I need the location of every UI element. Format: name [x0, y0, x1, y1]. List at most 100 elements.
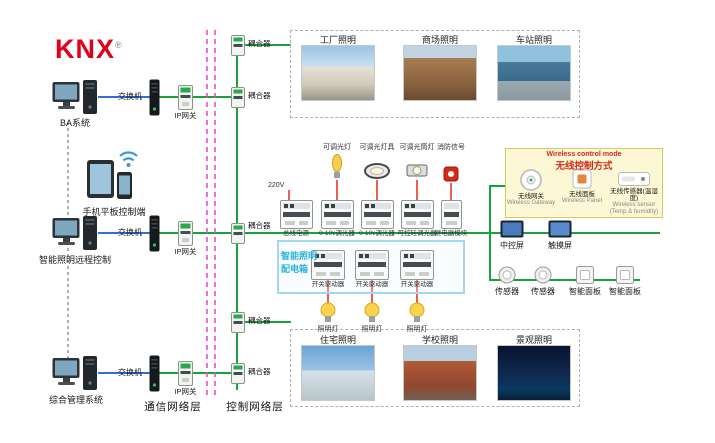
coupler-icon	[231, 363, 245, 384]
photo-station-lighting	[497, 45, 571, 101]
coupler-icon	[231, 223, 245, 244]
sensor-icon	[534, 266, 552, 284]
coupler-label: 耦合器	[248, 221, 271, 230]
module-label-bus-power: 总线电源	[283, 230, 309, 237]
smart-panel-icon	[616, 266, 634, 284]
tablet-phone-wifi-icon	[87, 151, 138, 199]
ethernet-switch-icon	[149, 79, 160, 116]
photo-school-lighting	[403, 345, 477, 401]
coupler-label: 耦合器	[248, 367, 271, 376]
knx-logo: KNX®	[55, 34, 123, 65]
ip-gateway-label: IP网关	[174, 387, 197, 396]
photo-factory-lighting	[301, 45, 375, 101]
switch-label: 交换机	[118, 228, 142, 237]
touch-screen-label: 触摸屏	[548, 241, 572, 250]
wireless-panel-label-zh: 无线面板	[569, 191, 595, 198]
knx-logo-text: KNX	[55, 34, 116, 64]
load-label-dimmable-fixture: 可调光灯具	[359, 144, 395, 151]
wireless-gateway-icon	[520, 169, 542, 191]
switch-actuator-icon	[355, 250, 389, 280]
touch-screen-icon	[548, 220, 572, 238]
sensor-icon	[498, 266, 516, 284]
wireless-gateway-label-en: Wireless Gateway	[506, 200, 556, 207]
top-application-group	[290, 30, 580, 118]
gallery-label-factory: 工厂照明	[319, 35, 356, 45]
wireless-panel-item: 无线面板 Wireless Panel	[558, 169, 606, 204]
central-screen-label: 中控屏	[500, 241, 524, 250]
photo-mall-lighting	[403, 45, 477, 101]
load-label-dimmable-lamp: 可调光灯	[323, 144, 351, 151]
wireless-gateway-item: 无线网关 Wireless Gateway	[506, 169, 556, 206]
relay-module-icon	[441, 200, 462, 229]
module-label-switch-actuator-1: 开关驱动器	[311, 281, 345, 288]
module-label-triac-dimmer: 可控硅调光器	[397, 230, 437, 237]
mobile-control-label: 手机平板控制端	[82, 207, 146, 217]
light-bulb-icon	[409, 302, 425, 322]
module-label-relay: 继电器模块	[434, 230, 468, 237]
ethernet-switch-icon	[149, 215, 160, 252]
ip-gateway-icon	[178, 85, 193, 110]
gallery-label-station: 车站照明	[515, 35, 552, 45]
central-control-screen-icon	[500, 220, 524, 238]
switch-actuator-icon	[400, 250, 434, 280]
ethernet-switch-icon	[149, 355, 160, 392]
coupler-label: 耦合器	[248, 316, 271, 325]
module-label-switch-actuator-2: 开关驱动器	[355, 281, 389, 288]
ip-gateway-label: IP网关	[174, 111, 197, 120]
light-bulb-icon	[364, 302, 380, 322]
load-label-lamp-3: 照明灯	[406, 326, 428, 333]
coupler-icon	[231, 312, 245, 333]
wireless-sensor-label-en: Wireless sensor (Temp & humidity)	[609, 202, 659, 215]
control-layer-label: 控制网络层	[226, 401, 284, 413]
photo-residential-lighting	[301, 345, 375, 401]
wireless-title-zh: 无线控制方式	[555, 161, 613, 172]
wireless-title-en: Wireless control mode	[546, 151, 622, 158]
load-label-fire-signal: 消防信号	[437, 144, 465, 151]
wireless-panel-icon	[572, 169, 592, 189]
downlight-icon	[364, 163, 390, 179]
panel-title-line2: 配电箱	[281, 264, 309, 274]
communication-layer-label: 通信网络层	[144, 401, 202, 413]
gallery-label-landscape: 景观照明	[515, 335, 552, 345]
ip-gateway-icon	[178, 221, 193, 246]
module-label-switch-actuator-3: 开关驱动器	[400, 281, 434, 288]
coupler-label: 耦合器	[248, 39, 271, 48]
panel-title-line1: 智能照明	[281, 251, 318, 261]
knx-logo-registered-mark: ®	[115, 40, 123, 50]
load-label-lamp-1: 照明灯	[317, 326, 339, 333]
bus-power-module-icon	[280, 200, 313, 229]
candle-bulb-icon	[332, 154, 342, 178]
load-label-lamp-2: 照明灯	[361, 326, 383, 333]
coupler-icon	[231, 35, 245, 56]
smart-panel-label-2: 智能面板	[609, 287, 641, 296]
dimmer-module-icon	[321, 200, 354, 229]
ceiling-light-icon	[406, 164, 428, 177]
switch-actuator-icon	[311, 250, 345, 280]
photo-landscape-lighting	[497, 345, 571, 401]
desktop-computer-icon	[52, 356, 97, 390]
bottom-application-group	[290, 329, 580, 407]
wireless-sensor-item: 无线传感器(温湿度) Wireless sensor (Temp & humid…	[606, 172, 662, 215]
triac-dimmer-module-icon	[401, 200, 434, 229]
module-label-dimmer-2: 0-10v调光器	[359, 230, 395, 237]
coupler-label: 耦合器	[248, 91, 271, 100]
ip-gateway-label: IP网关	[174, 247, 197, 256]
switch-label: 交换机	[118, 368, 142, 377]
coupler-icon	[231, 87, 245, 108]
wireless-sensor-icon	[618, 172, 650, 186]
remote-control-label: 智能照明远程控制	[38, 255, 111, 265]
wireless-panel-label-en: Wireless Panel	[561, 198, 602, 205]
wireless-sensor-label-zh: 无线传感器(温湿度)	[610, 188, 658, 203]
gallery-label-residential: 住宅照明	[319, 335, 356, 345]
gallery-label-school: 学校照明	[421, 335, 458, 345]
ip-gateway-icon	[178, 361, 193, 386]
smart-panel-label-1: 智能面板	[569, 287, 601, 296]
power-220v-label: 220V	[268, 182, 285, 189]
module-label-dimmer-1: 0-10v调光器	[319, 230, 355, 237]
sensor-label-2: 传感器	[531, 287, 555, 296]
light-bulb-icon	[320, 302, 336, 322]
fire-alarm-icon	[443, 166, 459, 182]
load-label-dimmable-downlight: 可调光筒灯	[399, 144, 435, 151]
sensor-label-1: 传感器	[495, 287, 519, 296]
